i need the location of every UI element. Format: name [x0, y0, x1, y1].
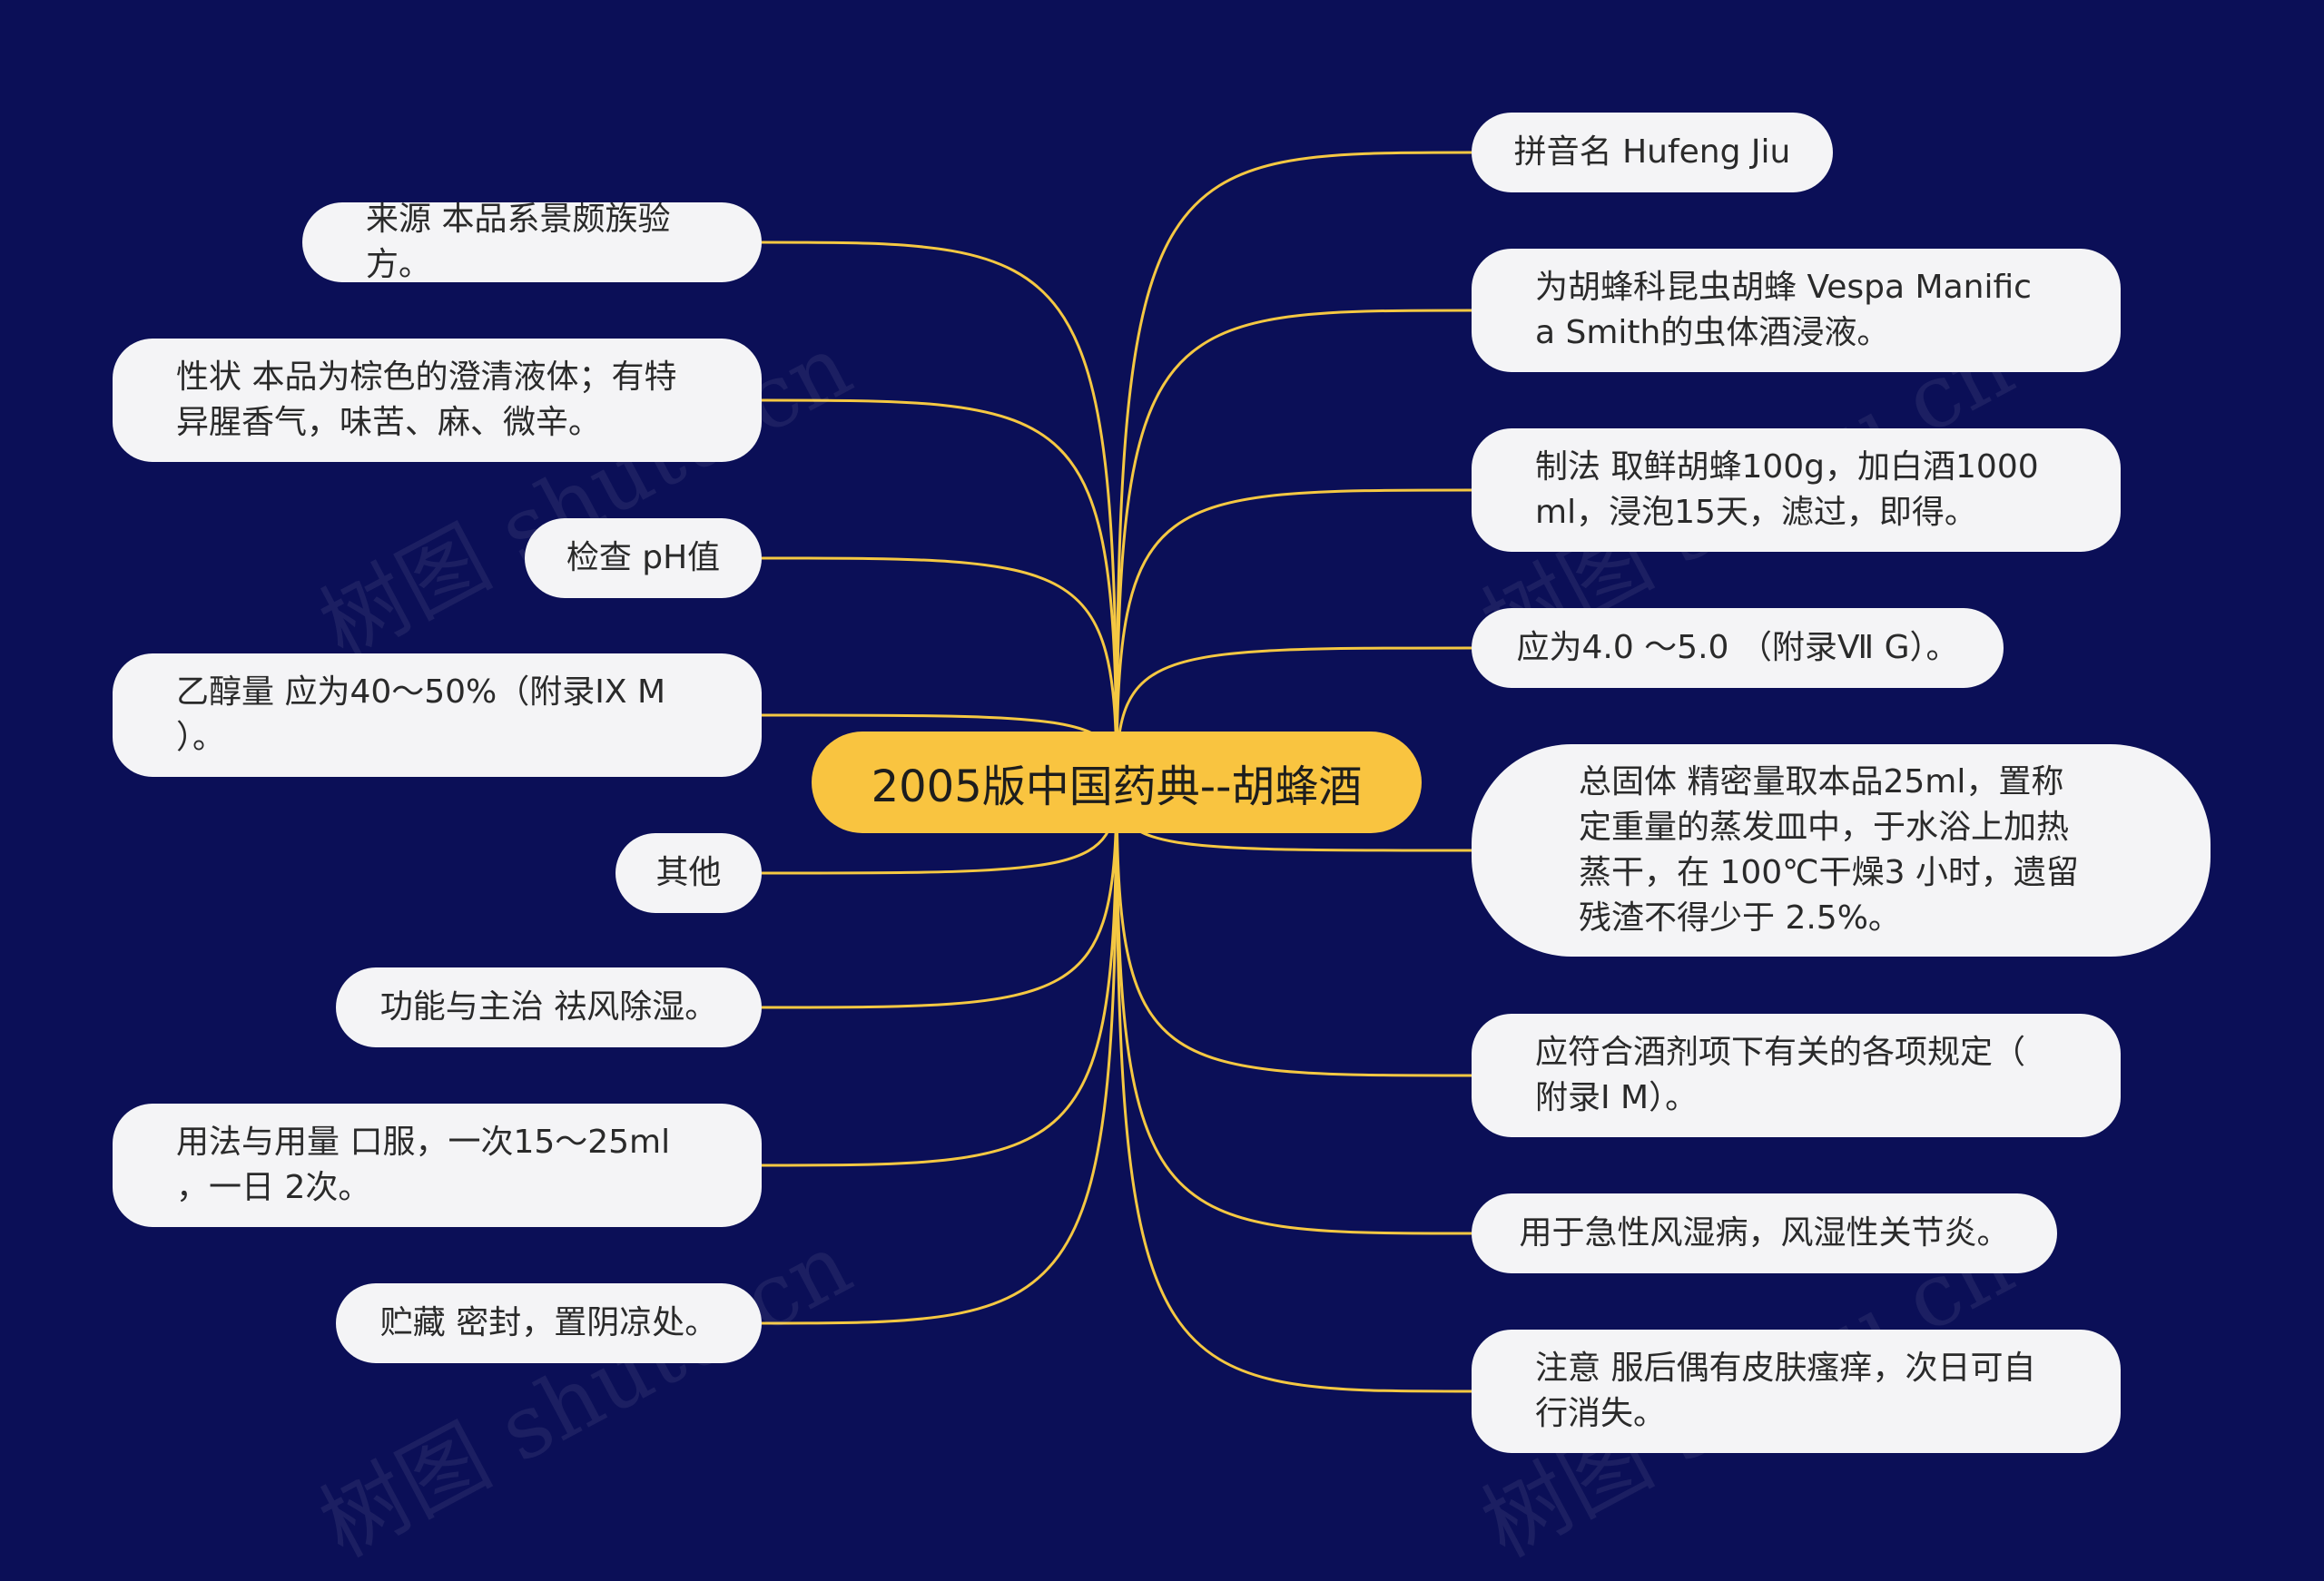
connector-storage [761, 781, 1118, 1325]
node-other[interactable]: 其他 [615, 833, 762, 913]
node-usage[interactable]: 用法与用量 口服，一次15～25ml ，一日 2次。 [113, 1104, 762, 1227]
connector-character [761, 398, 1118, 783]
node-rules[interactable]: 应符合酒剂项下有关的各项规定（ 附录Ⅰ M）。 [1472, 1014, 2121, 1137]
connector-indication [1115, 781, 1472, 1235]
connector-usage [761, 781, 1118, 1167]
connector-source [761, 241, 1118, 783]
node-check[interactable]: 检查 pH值 [525, 518, 762, 598]
node-species[interactable]: 为胡蜂科昆虫胡蜂 Vespa Manific a Smith的虫体酒浸液。 [1472, 249, 2121, 372]
connector-rules [1115, 781, 1472, 1077]
node-caution[interactable]: 注意 服后偶有皮肤瘙痒，次日可自 行消失。 [1472, 1330, 2121, 1453]
node-indication[interactable]: 用于急性风湿病，风湿性关节炎。 [1472, 1193, 2057, 1273]
node-total-solids[interactable]: 总固体 精密量取本品25ml，置称 定重量的蒸发皿中，于水浴上加热 蒸干，在 1… [1472, 744, 2211, 957]
node-source[interactable]: 来源 本品系景颇族验方。 [302, 201, 762, 283]
node-function[interactable]: 功能与主治 祛风除湿。 [336, 967, 762, 1047]
connector-species [1115, 309, 1472, 783]
node-ethanol[interactable]: 乙醇量 应为40～50%（附录IX M ）。 [113, 653, 762, 777]
node-character[interactable]: 性状 本品为棕色的澄清液体；有特 异腥香气，味苦、麻、微辛。 [113, 339, 762, 462]
connector-check [761, 556, 1118, 783]
connector-caution [1115, 781, 1472, 1393]
connector-method [1115, 488, 1472, 783]
node-storage[interactable]: 贮藏 密封，置阴凉处。 [336, 1283, 762, 1363]
root-node[interactable]: 2005版中国药典--胡蜂酒 [812, 732, 1422, 833]
node-method[interactable]: 制法 取鲜胡蜂100g，加白酒1000 ml，浸泡15天，滤过，即得。 [1472, 428, 2121, 552]
connector-pinyin [1115, 151, 1472, 783]
connector-function [761, 781, 1118, 1009]
node-ph-value[interactable]: 应为4.0 ～5.0 （附录Ⅶ G）。 [1472, 608, 2004, 688]
node-pinyin[interactable]: 拼音名 Hufeng Jiu [1472, 113, 1833, 192]
